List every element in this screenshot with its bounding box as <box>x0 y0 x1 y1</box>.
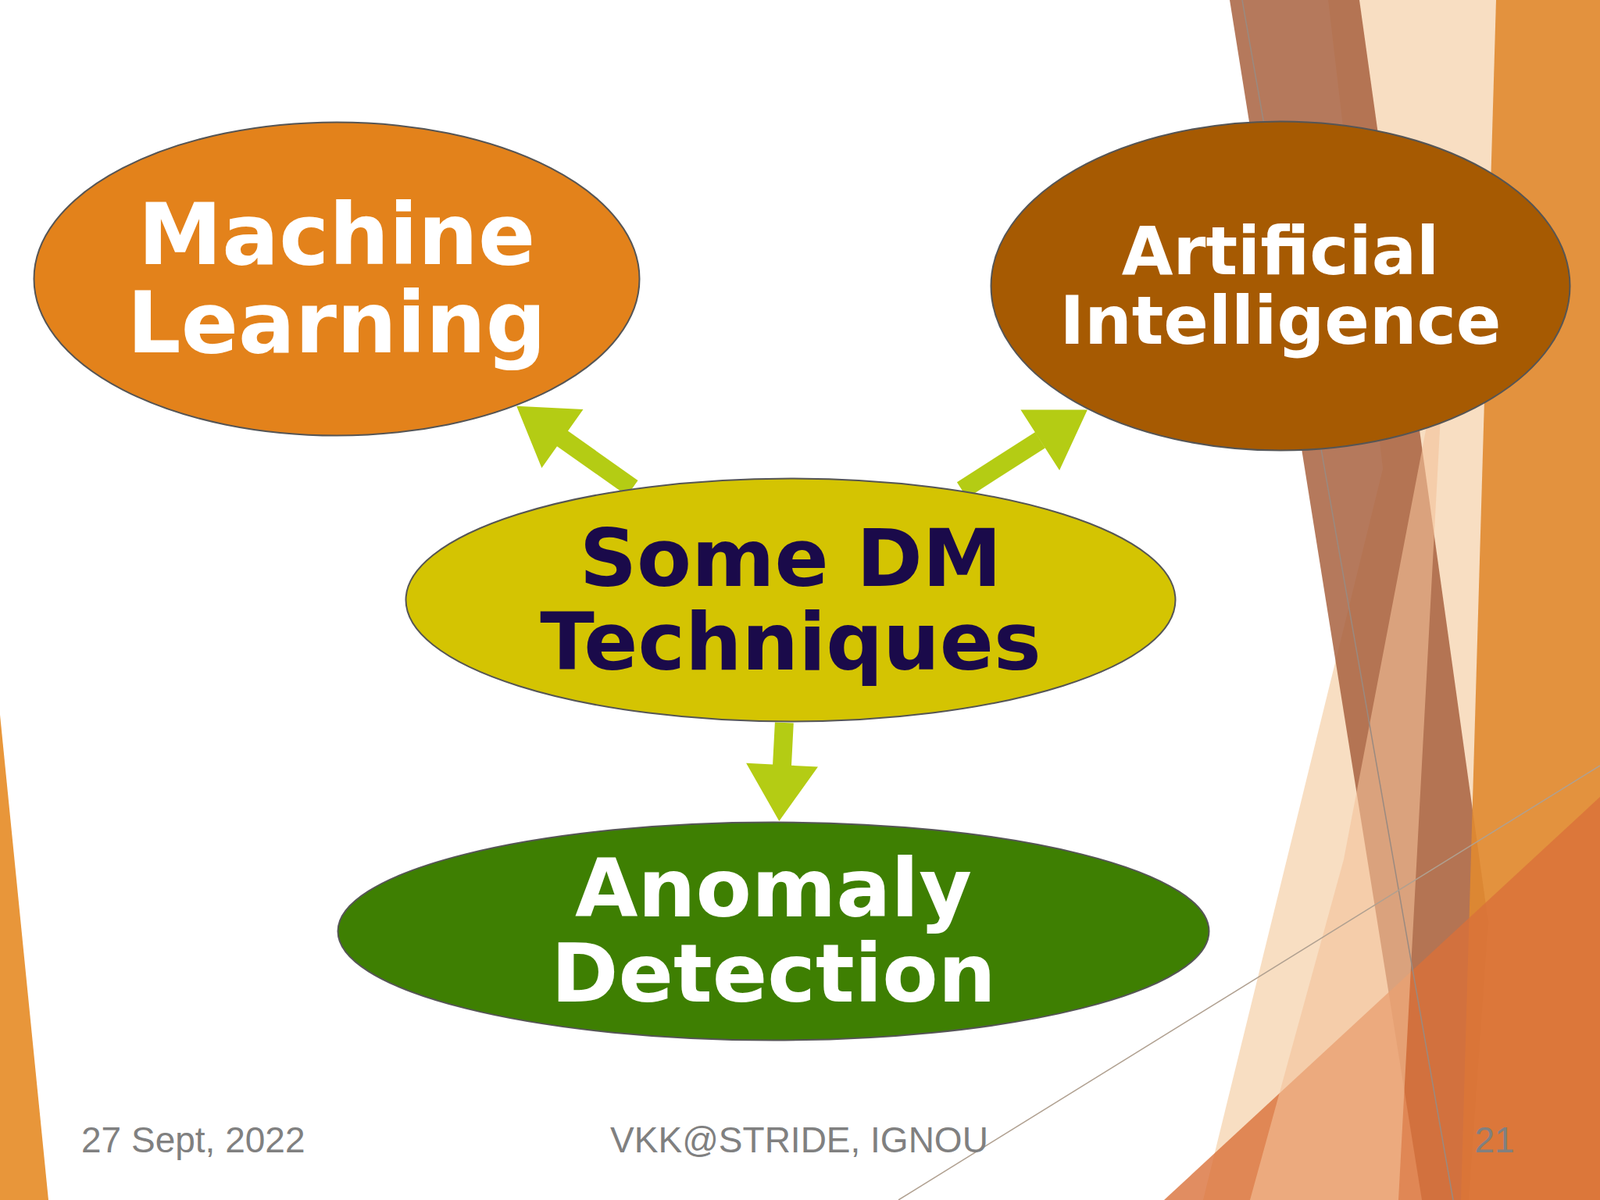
topic-ellipse: Machine Learning <box>32 121 641 437</box>
ellipse-shape <box>338 822 1210 1041</box>
footer-text: 27 Sept, 2022 <box>81 1120 305 1161</box>
node-label: Machine Learning <box>127 190 547 368</box>
ellipse-shape <box>34 122 640 436</box>
ellipse-shape <box>406 478 1176 722</box>
block-arrow <box>957 410 1088 499</box>
central-ellipse: Some DM Techniques <box>404 477 1177 723</box>
topic-ellipse: Artificial Intelligence <box>989 120 1572 452</box>
block-arrow <box>746 721 818 822</box>
footer-text: VKK@STRIDE, IGNOU <box>610 1120 989 1161</box>
topic-ellipse: Anomaly Detection <box>336 821 1211 1042</box>
node-label: Anomaly Detection <box>550 846 997 1017</box>
node-label: Some DM Techniques <box>539 516 1041 684</box>
block-arrow <box>516 406 638 497</box>
ellipse-shape <box>991 121 1571 451</box>
node-label: Artificial Intelligence <box>1060 216 1502 357</box>
light-triangle <box>1250 328 1446 1200</box>
left-accent <box>0 714 49 1200</box>
footer-text: 21 <box>1474 1120 1515 1161</box>
